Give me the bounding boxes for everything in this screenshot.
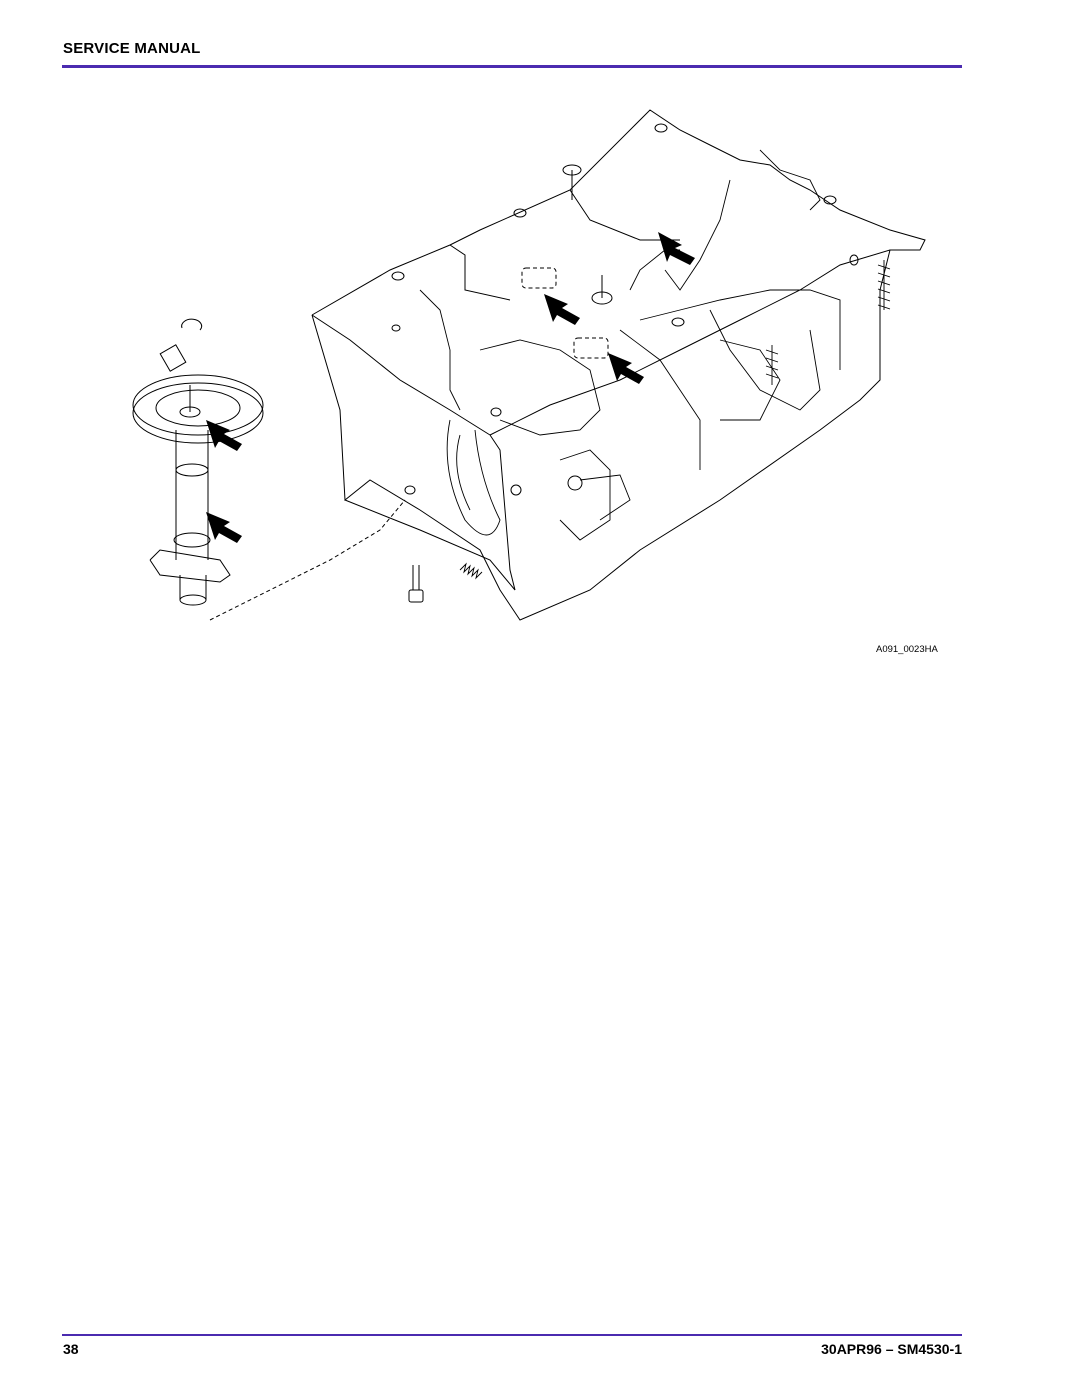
page-header-title: SERVICE MANUAL	[63, 40, 201, 57]
figure-code: A091_0023HA	[876, 644, 938, 655]
arrow-icon	[206, 512, 242, 543]
left-shaft-assembly	[132, 318, 264, 606]
arrow-icon	[608, 353, 644, 384]
dashed-parts	[209, 267, 609, 621]
holes	[391, 123, 859, 496]
mechanical-drawing	[132, 109, 926, 621]
removal-arrows	[206, 232, 695, 543]
spring-details	[459, 260, 891, 580]
chassis-outline	[311, 109, 926, 621]
document-id: 30APR96 – SM4530-1	[821, 1341, 962, 1357]
screw	[408, 565, 424, 603]
arrow-icon	[544, 294, 580, 325]
internal-structure	[419, 149, 841, 541]
arrow-icon	[658, 232, 695, 265]
page-number: 38	[63, 1341, 79, 1357]
header-rule	[62, 65, 962, 68]
footer-rule	[62, 1334, 962, 1336]
arrow-icon	[206, 420, 242, 451]
